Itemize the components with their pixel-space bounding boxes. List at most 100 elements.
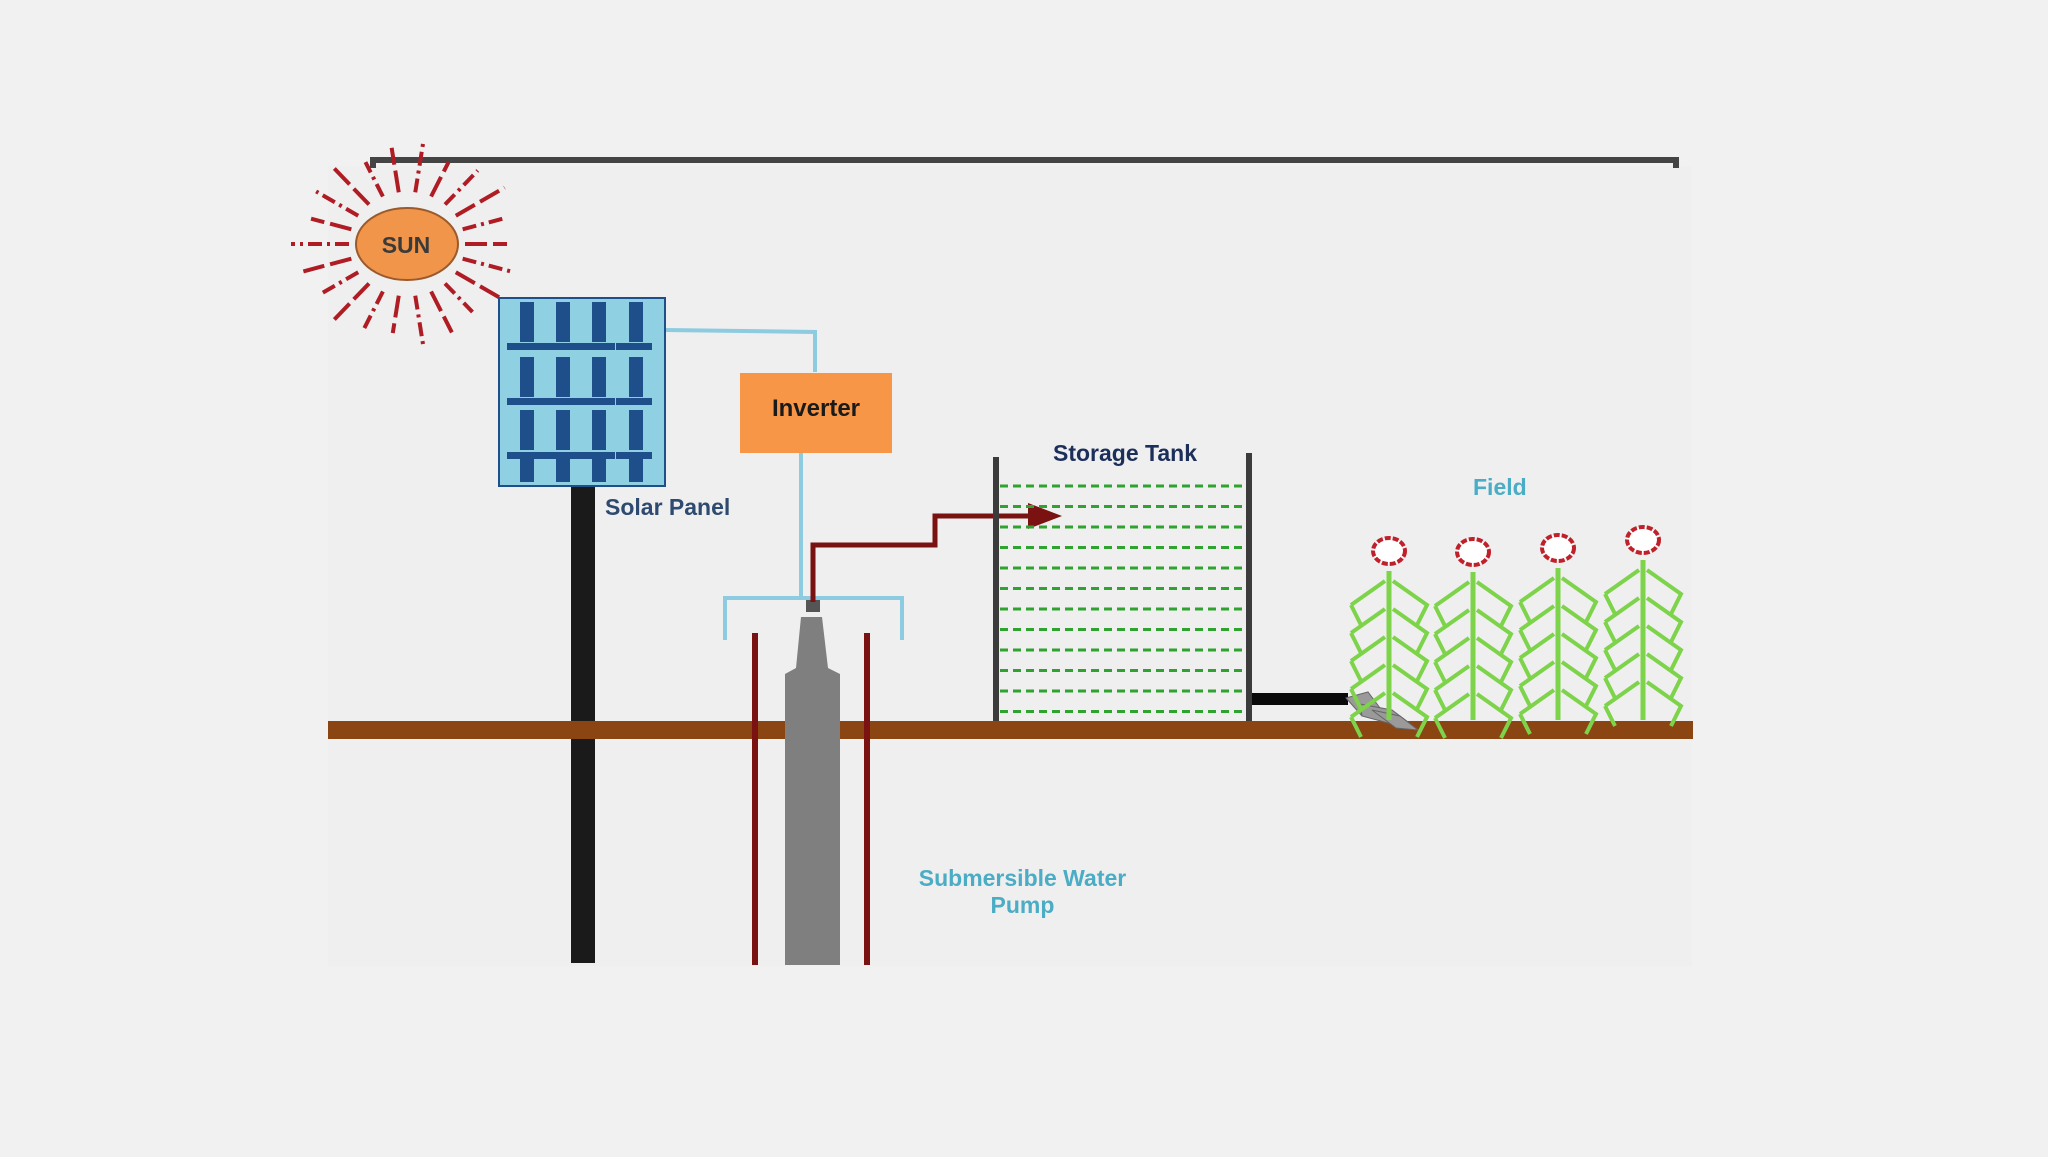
submersible-pump-body (785, 617, 840, 965)
solar-cell-bar (543, 452, 579, 459)
storage-tank-label: Storage Tank (1053, 440, 1197, 466)
sun-ray (462, 256, 512, 274)
plant-leaf (1603, 649, 1617, 671)
plant-leaf (1475, 692, 1514, 739)
solar-cell (520, 410, 534, 450)
flower-icon (1625, 525, 1661, 555)
plant-leaf (1645, 624, 1684, 671)
panel-to-inverter-cable (664, 328, 817, 372)
plant-leaf (1475, 580, 1514, 627)
flower-icon (1540, 533, 1576, 563)
plant-leaf (1518, 632, 1556, 660)
plant-leaf (1391, 607, 1430, 654)
field-label: Field (1473, 474, 1527, 500)
solar-cell (629, 302, 643, 342)
storage-tank (993, 453, 1252, 721)
solar-cell-bar (543, 398, 579, 405)
plant-leaf (1518, 713, 1532, 735)
inverter-box (740, 373, 892, 453)
plant-leaf (1518, 604, 1556, 632)
plant-leaf (1349, 691, 1387, 719)
plant-leaf (1349, 579, 1387, 607)
submersible-pump (785, 600, 840, 965)
drawing-area (328, 166, 1692, 966)
flower-icon (1371, 536, 1407, 566)
sun-ray (462, 216, 504, 232)
plant-leaf (1518, 601, 1532, 623)
title-rule (370, 157, 1679, 168)
sun-label: SUN (381, 232, 431, 258)
plant-leaf (1518, 685, 1532, 707)
plant-leaf (1391, 579, 1430, 626)
flow-arrow-icon (1028, 503, 1062, 529)
plant-leaf (1433, 633, 1447, 655)
plant (1603, 525, 1684, 727)
plant-leaf (1560, 632, 1599, 679)
solar-panel-label: Solar Panel (605, 494, 731, 520)
sun-ray (321, 270, 360, 295)
solar-cell (629, 458, 643, 482)
plant-leaf (1560, 604, 1599, 651)
plant-leaf (1349, 632, 1363, 654)
solar-cell-bar (579, 452, 615, 459)
plant (1433, 537, 1514, 739)
sun-ray (315, 189, 360, 218)
solar-cell (520, 302, 534, 342)
ground-line (328, 721, 1693, 739)
solar-cell (629, 410, 643, 450)
solar-cell (592, 302, 606, 342)
plant-leaf (1433, 605, 1447, 627)
plant-leaf (1475, 664, 1514, 711)
plant-leaf (1349, 635, 1387, 663)
pump-label-line2: Pump (990, 892, 1055, 918)
solar-cell (556, 357, 570, 397)
plant-leaf (1603, 596, 1641, 624)
plant-leaf (1349, 716, 1363, 738)
sun-ray (413, 295, 426, 348)
plant-leaf (1349, 607, 1387, 635)
plant (1518, 533, 1599, 735)
sun-ray (454, 185, 506, 218)
plant-leaf (1433, 692, 1471, 720)
delivery-pipe (810, 513, 1035, 602)
plant-leaf (1603, 568, 1641, 596)
plant-leaf (1603, 652, 1641, 680)
solar-cell-bar (507, 343, 543, 350)
plant-leaf (1475, 608, 1514, 655)
sun-ray (363, 161, 385, 198)
sun-ray (443, 282, 474, 314)
pump-label-line1: Submersible Water (918, 865, 1127, 891)
plant-leaf (1560, 576, 1599, 623)
sun-ray (429, 290, 454, 334)
plant-leaf (1475, 636, 1514, 683)
sun-ray (429, 161, 451, 198)
inverter-label: Inverter (771, 395, 861, 422)
plant-leaf (1603, 680, 1641, 708)
solar-cell (556, 410, 570, 450)
plant-leaf (1603, 624, 1641, 652)
solar-cell-bar (579, 343, 615, 350)
plant-leaf (1349, 688, 1363, 710)
plant-leaf (1603, 621, 1617, 643)
submersible-pump-label: Submersible Water Pump (900, 865, 1145, 919)
plant-leaf (1645, 568, 1684, 615)
plant-leaf (1433, 636, 1471, 664)
solar-cell (629, 357, 643, 397)
solar-cell-bar (616, 343, 652, 350)
sun-ray (302, 256, 352, 274)
sun-icon (355, 207, 459, 281)
plant-leaf (1518, 688, 1556, 716)
solar-panel (498, 297, 666, 487)
solar-panel-cells (507, 302, 652, 482)
plant-leaf (1433, 580, 1471, 608)
plant-leaf (1433, 661, 1447, 683)
sun-ray (454, 270, 506, 303)
sun-ray (389, 147, 401, 193)
plant-leaf (1518, 657, 1532, 679)
solar-cell (520, 357, 534, 397)
plant-leaf (1433, 664, 1471, 692)
plant-leaf (1433, 717, 1447, 739)
sun-ray (360, 290, 385, 334)
